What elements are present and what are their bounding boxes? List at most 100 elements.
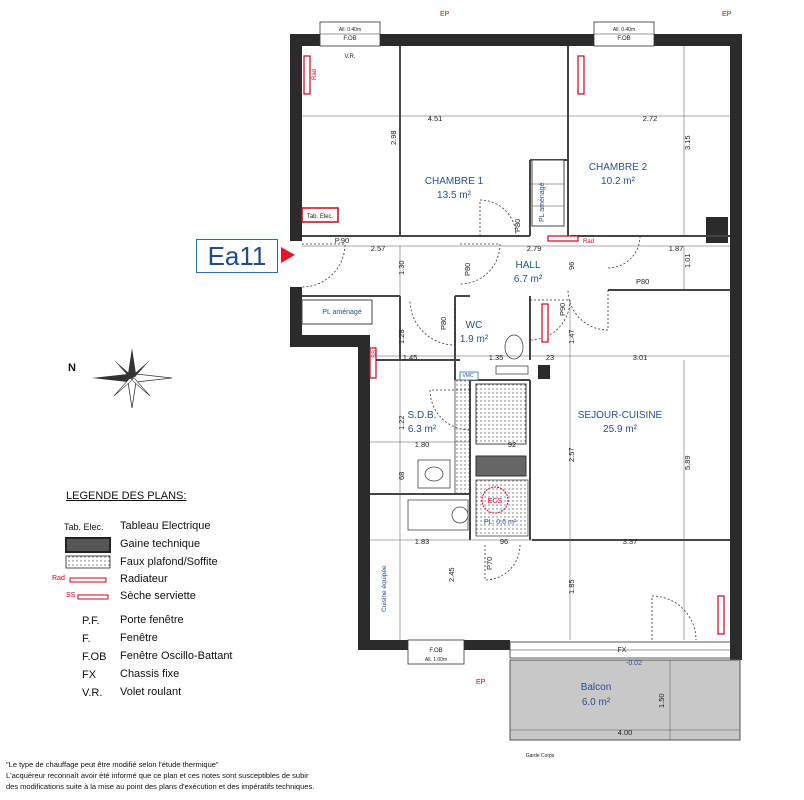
legend-symbol: Rad: [52, 575, 65, 582]
room-area-chambre1: 13.5 m²: [437, 190, 472, 201]
rad-label-chambre1: Rad: [312, 69, 318, 80]
dim-257b: 2.57: [567, 447, 576, 462]
legend-item: SS Sèche serviette: [52, 590, 292, 608]
lot-label: Ea11: [196, 239, 278, 273]
room-name-sejour: SEJOUR-CUISINE: [578, 410, 663, 421]
fixtures: [407, 334, 529, 531]
room-name-chambre2: CHAMBRE 2: [589, 162, 648, 173]
tab-elec-label: Tab. Elec.: [307, 214, 334, 220]
legend-item: FX Chassis fixe: [52, 668, 292, 686]
dim-183: 1.83: [415, 537, 430, 546]
legend-text: Fenêtre: [120, 632, 158, 644]
garde-corps-label: Garde Corps: [526, 753, 555, 759]
pl-amenage-vertical-label: PL aménagé: [539, 182, 546, 222]
dim-589: 5.89: [683, 455, 692, 470]
dim-068: 68: [397, 472, 406, 480]
compass-rose: [92, 348, 173, 409]
dim-298: 2.98: [389, 130, 398, 145]
legend-text: Tableau Electrique: [120, 520, 211, 532]
dim-092: 92: [508, 440, 516, 449]
ai-bottom: All. 1.00m: [425, 657, 447, 663]
legend-text: Faux plafond/Soffite: [120, 556, 218, 568]
legend-item: Faux plafond/Soffite: [52, 556, 292, 574]
room-name-hall: HALL: [515, 260, 540, 271]
legend-symbol: SS: [66, 592, 76, 599]
window-fx-bottom: [509, 641, 741, 659]
ep-label-top-right: EP: [722, 11, 732, 18]
footnote-line: "Le type de chauffage peut être modifié …: [6, 760, 219, 769]
room-area-balcon: 6.0 m²: [582, 697, 611, 708]
ep-label-top-left: EP: [440, 11, 450, 18]
legend-text: Porte fenêtre: [120, 614, 184, 626]
dim-096: 96: [567, 262, 576, 270]
level-label: -0.02: [626, 660, 642, 667]
dim-135: 1.35: [489, 353, 504, 362]
legend-text: Fenêtre Oscillo-Battant: [120, 650, 233, 662]
legend-text: Chassis fixe: [120, 668, 180, 680]
doors: [301, 199, 697, 641]
legend-symbol: Tab. Elec.: [64, 522, 104, 532]
dim-147: 1.47: [567, 329, 576, 344]
door-p80-chambre1: P80: [513, 219, 522, 232]
room-area-sdb: 6.3 m²: [408, 424, 437, 435]
door-p80-hall: P80: [463, 263, 472, 276]
entrance-arrow-icon: [281, 247, 295, 263]
dim-128: 1.28: [397, 329, 406, 344]
dim-257: 2.57: [371, 244, 386, 253]
legend-symbol: P.F.: [82, 615, 100, 627]
room-name-balcon: Balcon: [581, 682, 612, 693]
ss-label: SS: [372, 350, 378, 358]
dim-180: 1.80: [415, 440, 430, 449]
window-fob-top-left: [319, 21, 381, 47]
ep-label-bottom: EP: [476, 679, 486, 686]
footnote-line: des modifications suite à la mise au poi…: [6, 782, 315, 791]
vr-top-left: V.R.: [344, 54, 355, 60]
fx-bottom: FX: [618, 647, 627, 654]
door-p90-label: P.90: [335, 236, 349, 245]
window-fob-top-right: [593, 21, 655, 47]
vmc-label: VMC: [462, 373, 474, 379]
tab-elec-symbol: Tab. Elec.: [301, 207, 339, 223]
legend-item: V.R. Volet roulant: [52, 686, 292, 704]
gaine-technique: PL aménagé PL aménagé: [301, 159, 565, 325]
dim-023: 23: [546, 353, 554, 362]
balcony: [509, 659, 741, 741]
dimension-lines: [302, 46, 740, 740]
exterior-walls: [290, 34, 742, 660]
north-label: N: [68, 362, 76, 374]
legend-symbol: FX: [82, 669, 97, 681]
dim-145: 1.45: [403, 353, 418, 362]
dim-245: 2.45: [447, 567, 456, 582]
legend-symbol: V.R.: [82, 687, 103, 699]
legend-symbol: F.: [82, 633, 91, 645]
fob-bottom: F.OB: [429, 648, 442, 654]
ai-top-left: All. 0.40m: [339, 27, 361, 33]
legend-text: Radiateur: [120, 573, 168, 585]
ecs-label: ECS: [488, 498, 503, 505]
pl-amenage-label: PL aménagé: [322, 309, 362, 316]
legend-item: P.F. Porte fenêtre: [52, 614, 292, 632]
radiators: Rad: [303, 55, 725, 635]
dim-301: 3.01: [633, 353, 648, 362]
dim-096b: 96: [500, 537, 508, 546]
dim-187: 1.87: [669, 244, 684, 253]
door-p90-sejour: P90: [558, 303, 567, 316]
faux-plafond: [454, 379, 529, 537]
room-name-sdb: S.D.B.: [408, 410, 437, 421]
footnote-line: L'acquéreur reconnaît avoir été informé …: [6, 771, 309, 780]
legend-title: LEGENDE DES PLANS:: [66, 490, 187, 502]
room-name-chambre1: CHAMBRE 1: [425, 176, 484, 187]
legend-text: Gaine technique: [120, 538, 201, 550]
ai-top-right: All. 0.40m: [613, 27, 635, 33]
legend-text: Volet roulant: [120, 686, 182, 698]
fob-top-left: F.OB: [343, 36, 356, 42]
dim-272: 2.72: [643, 114, 658, 123]
legend-item: Rad Radiateur: [52, 573, 292, 591]
plan-annotations: EP EP EP All. 0.40m F.OB V.R. All. 0.40m…: [312, 11, 732, 759]
dim-337: 3.37: [623, 537, 638, 546]
dim-185: 1.85: [567, 579, 576, 594]
fob-top-right: F.OB: [617, 36, 630, 42]
pl06-label: PL. 0.6 m²: [484, 519, 517, 526]
room-labels: CHAMBRE 1 13.5 m² CHAMBRE 2 10.2 m² HALL…: [408, 162, 663, 708]
